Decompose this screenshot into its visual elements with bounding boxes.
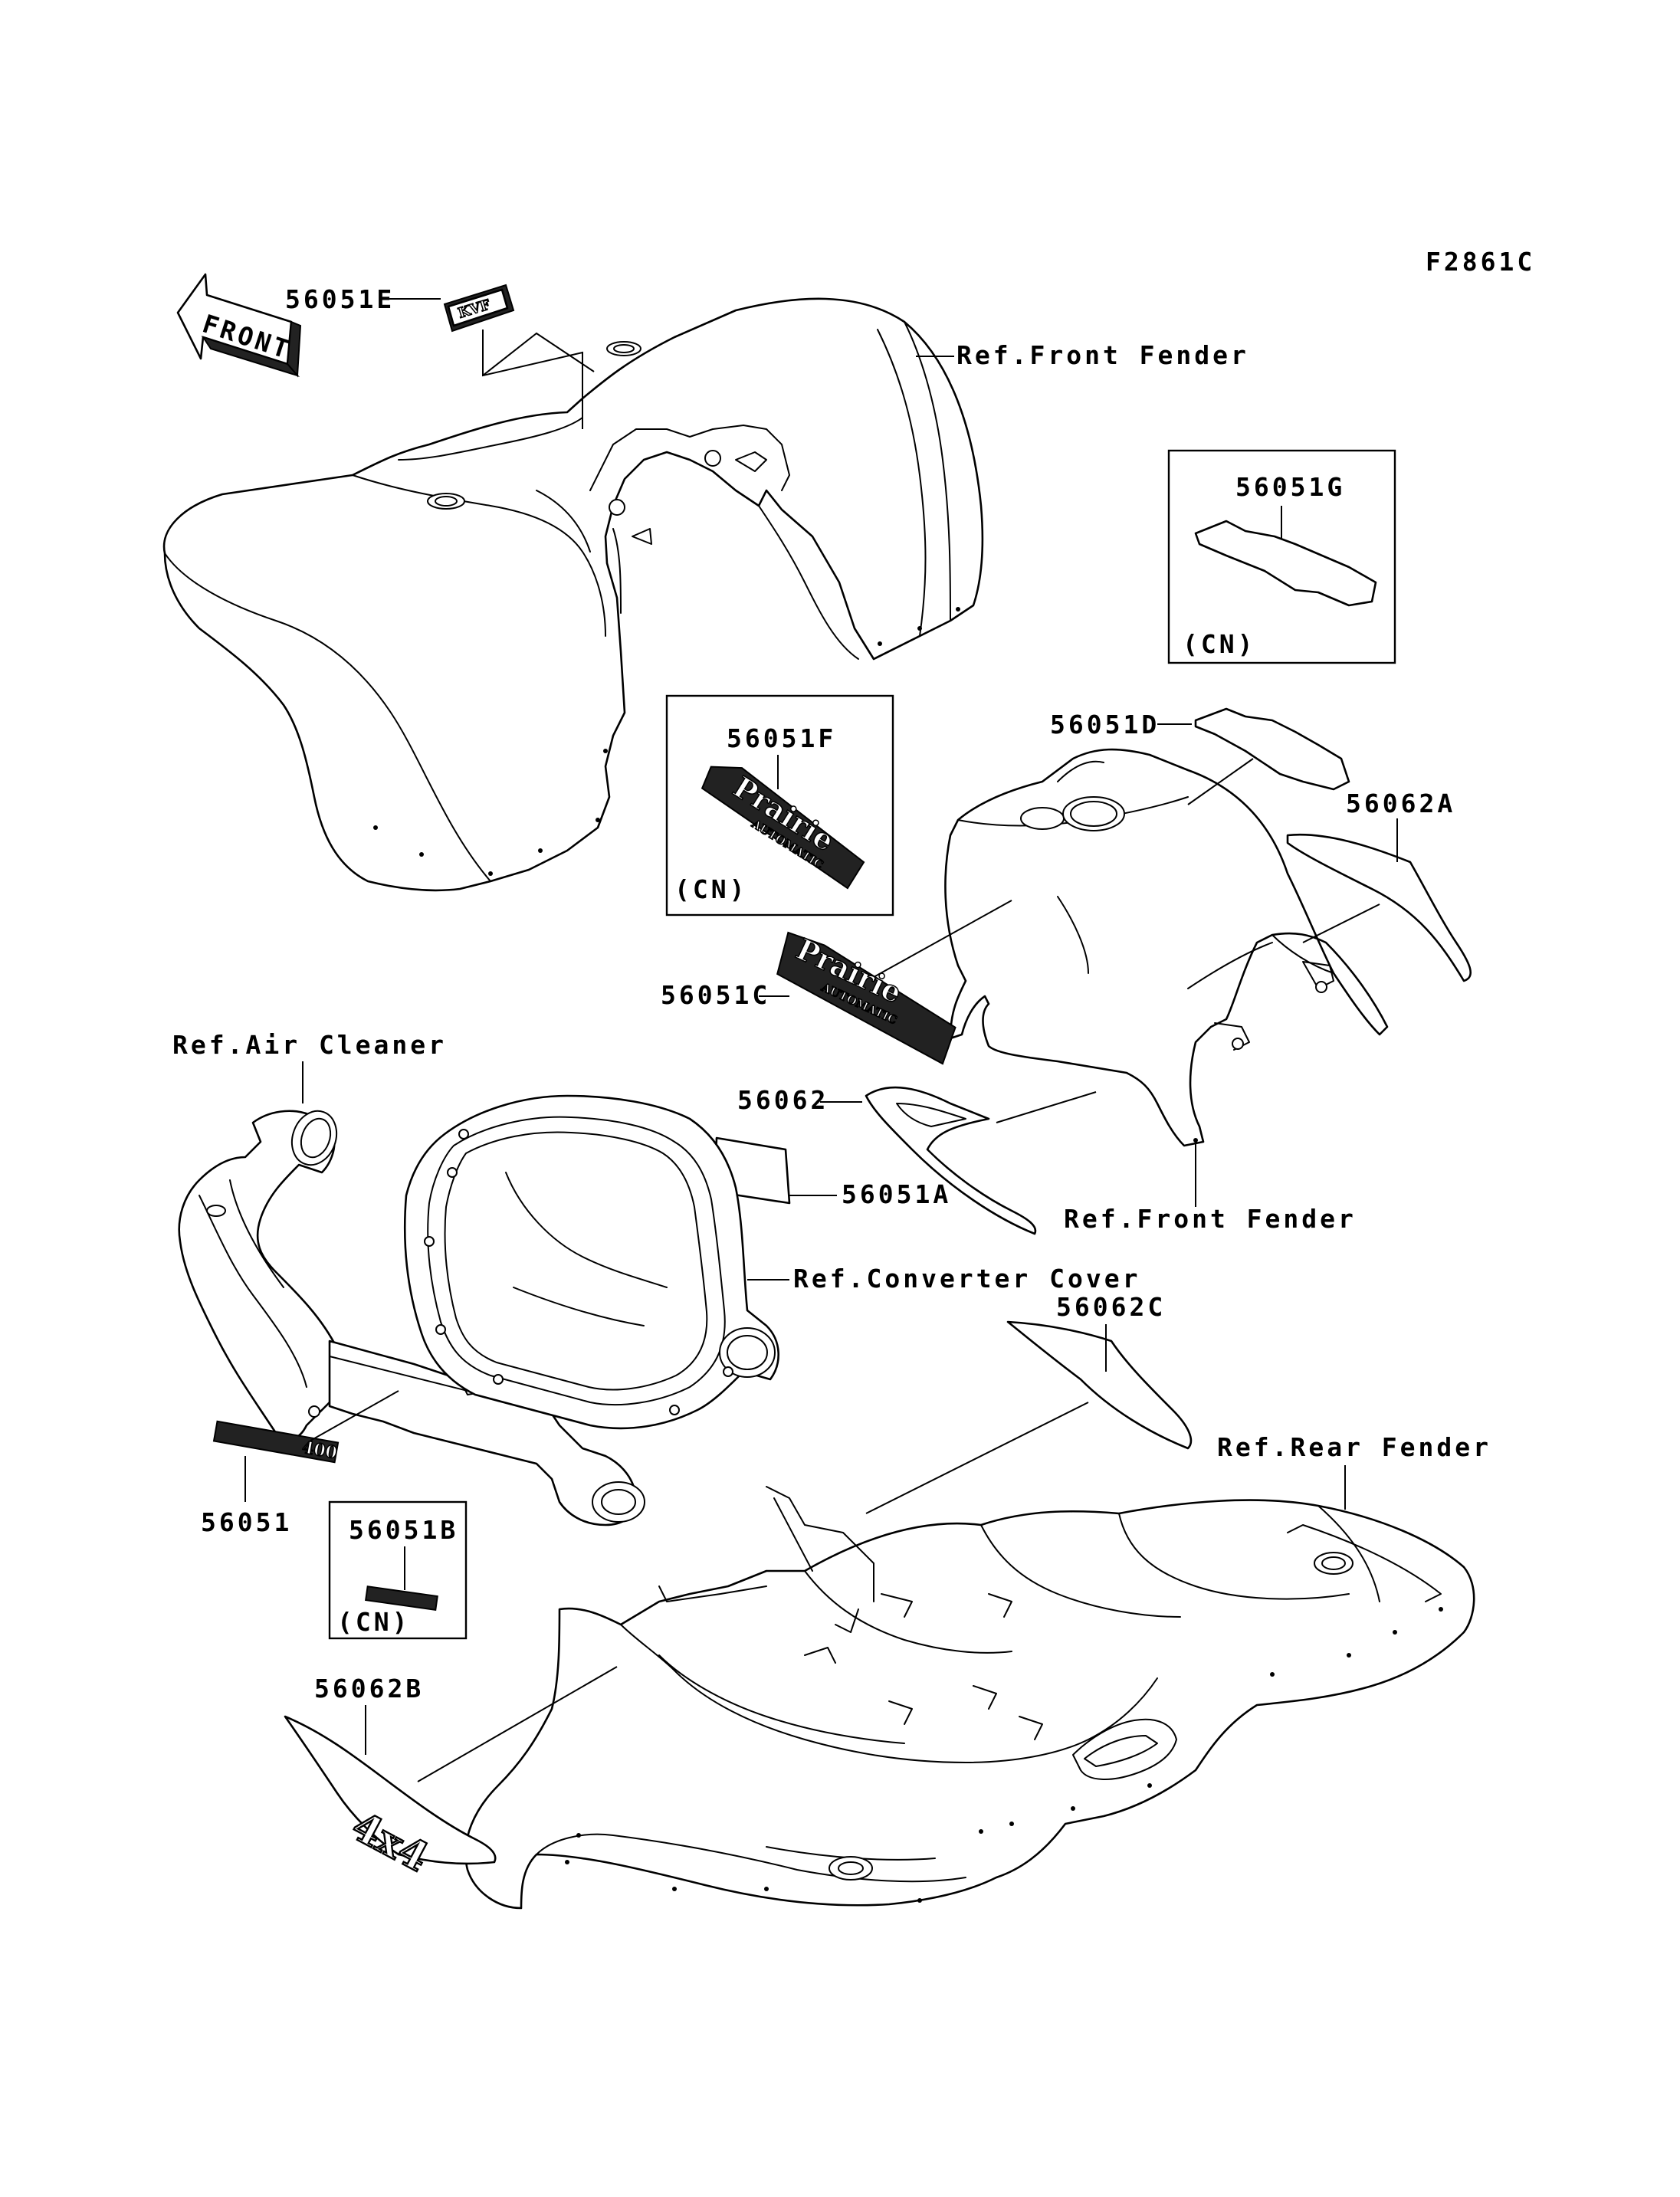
part-56062-decal [865, 1086, 1037, 1235]
frame-56051B [328, 1500, 468, 1640]
label-ref-air-cleaner: Ref.Air Cleaner [172, 1030, 447, 1060]
label-56051G: 56051G [1235, 472, 1345, 502]
part-56051-decal: 400 [212, 1420, 340, 1464]
part-56051D-decal [1194, 707, 1350, 791]
frame-56051G [1167, 449, 1396, 664]
front-fender-nose-illustration [944, 748, 1389, 1147]
label-56051B: 56051B [349, 1515, 458, 1545]
label-56051F: 56051F [727, 723, 836, 753]
label-ref-front-fender-top: Ref.Front Fender [956, 340, 1249, 370]
label-56062A: 56062A [1346, 789, 1455, 818]
converter-cover-illustration [403, 1094, 779, 1430]
label-cn-b: (CN) [337, 1607, 410, 1637]
label-56062B: 56062B [314, 1674, 424, 1703]
part-56051F-decal: Prairie AUTOMATIC [701, 766, 865, 890]
label-56051: 56051 [201, 1507, 292, 1537]
part-56062B-decal: 4x4 [284, 1715, 497, 1882]
label-cn-f: (CN) [674, 874, 747, 904]
part-56062A-decal [1286, 833, 1472, 982]
label-cn-g: (CN) [1183, 629, 1255, 659]
label-56051A: 56051A [842, 1179, 951, 1209]
label-56062C: 56062C [1056, 1292, 1166, 1322]
rear-fender-illustration [464, 1486, 1475, 1910]
part-56062C-decal [1006, 1320, 1193, 1450]
part-56051C-decal: Prairie AUTOMATIC [776, 931, 956, 1065]
label-56051D: 56051D [1050, 710, 1160, 739]
part-56051E-decal: KVF [443, 284, 515, 333]
air-cleaner-duct-illustration [178, 1110, 645, 1526]
part-56051B-decal [365, 1585, 438, 1612]
label-ref-front-fender-mid: Ref.Front Fender [1064, 1204, 1357, 1234]
diagram-id: F2861C [1426, 247, 1535, 277]
front-fender-top-illustration [162, 297, 984, 892]
frame-56051F [665, 694, 894, 917]
label-ref-rear-fender: Ref.Rear Fender [1217, 1432, 1491, 1462]
label-56051E: 56051E [285, 284, 395, 314]
label-56051C: 56051C [661, 980, 770, 1010]
part-56051G-decal [1194, 520, 1377, 607]
label-56062: 56062 [737, 1085, 829, 1115]
front-direction-arrow-icon: FRONT [176, 273, 302, 378]
label-ref-converter-cover: Ref.Converter Cover [793, 1264, 1141, 1294]
